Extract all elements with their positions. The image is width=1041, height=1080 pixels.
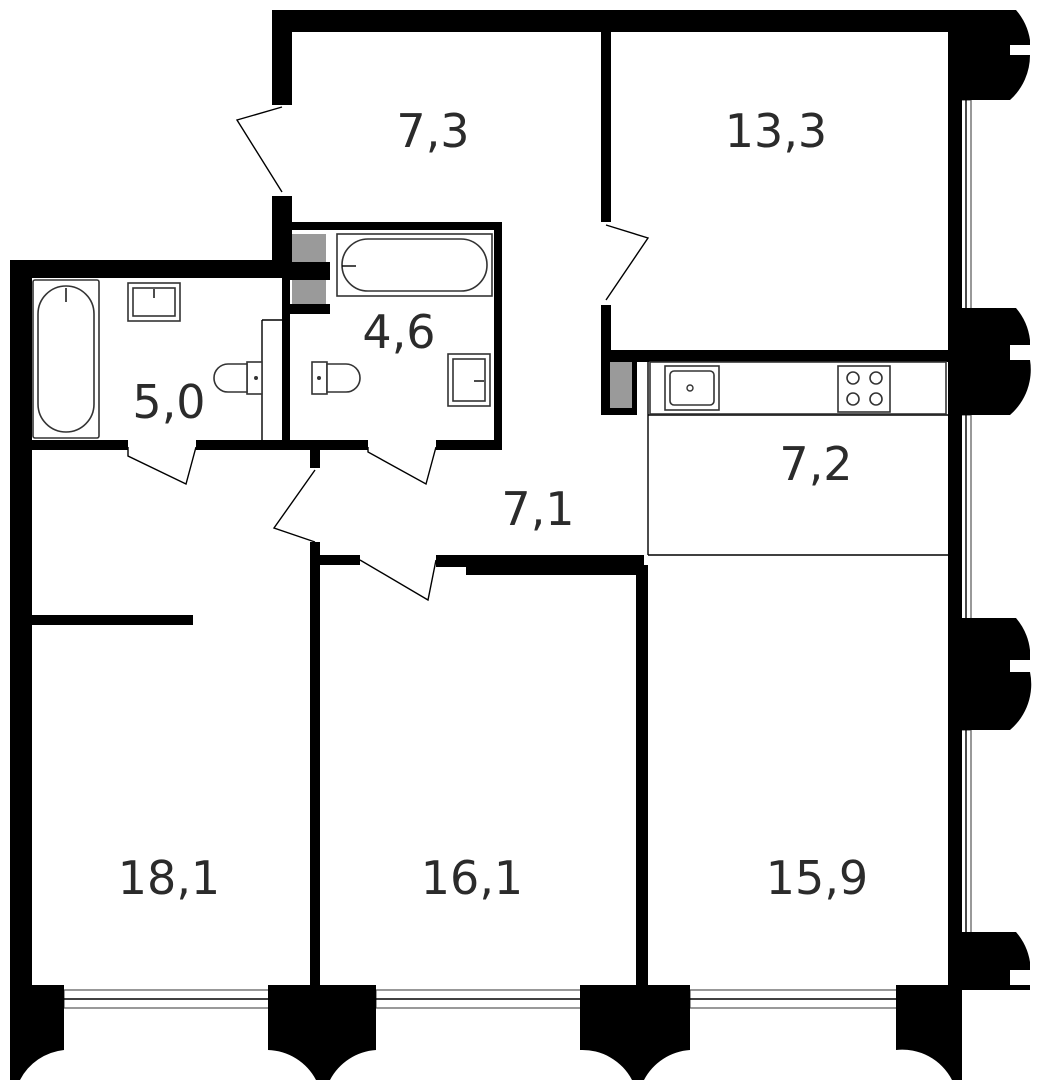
shaft-3 bbox=[610, 362, 632, 408]
area-label-hall-entry: 7,3 bbox=[396, 104, 469, 158]
fixtures bbox=[32, 233, 947, 439]
stove-icon bbox=[837, 365, 891, 413]
entry-door bbox=[235, 106, 283, 193]
area-label-bedroom-bottom-middle: 16,1 bbox=[421, 851, 523, 905]
bathroom-left-door bbox=[127, 446, 197, 485]
area-label-bedroom-bottom-left: 18,1 bbox=[118, 851, 220, 905]
ventilation-shafts bbox=[288, 234, 632, 408]
shaft-2 bbox=[292, 280, 326, 306]
area-label-living-room: 15,9 bbox=[766, 851, 868, 905]
bedroom-door-top-right bbox=[605, 224, 650, 301]
walls bbox=[10, 10, 1032, 1080]
corridor-door bbox=[272, 469, 316, 543]
kitchen-zone bbox=[261, 319, 948, 556]
doors bbox=[127, 106, 650, 602]
area-label-bedroom-top-right: 13,3 bbox=[725, 104, 827, 158]
room-labels: 7,3 13,3 4,6 5,0 7,2 7,1 18,1 16,1 15,9 bbox=[118, 104, 868, 905]
bedroom-middle-door bbox=[359, 559, 437, 602]
area-label-kitchen: 7,2 bbox=[779, 437, 852, 491]
windows bbox=[63, 99, 972, 1009]
bathroom-small-door bbox=[367, 446, 437, 486]
shaft-1 bbox=[292, 234, 326, 262]
area-label-bathroom-small: 4,6 bbox=[362, 305, 435, 359]
area-label-corridor: 7,1 bbox=[501, 482, 574, 536]
area-label-bathroom-left: 5,0 bbox=[132, 375, 205, 429]
